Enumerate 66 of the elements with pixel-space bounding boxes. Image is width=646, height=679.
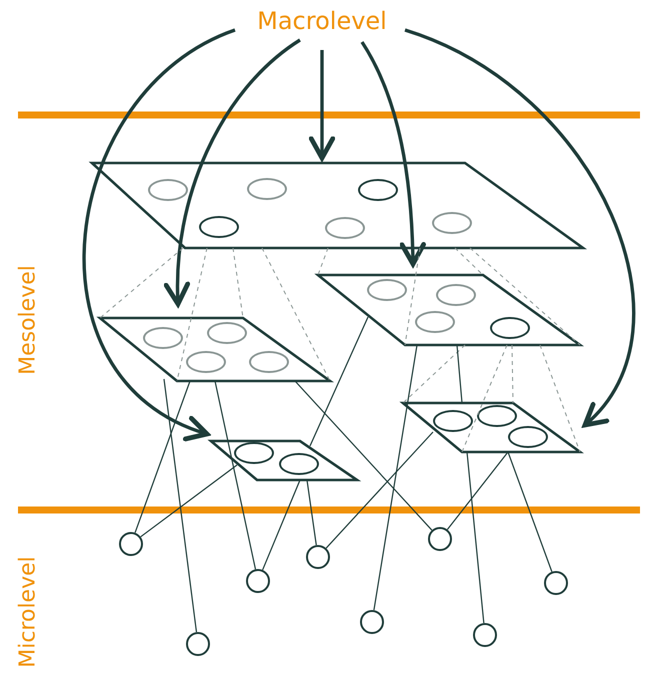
connector-line [262, 480, 301, 570]
ellipse [279, 453, 319, 475]
curved-arrow [308, 50, 336, 160]
dashed-line [540, 344, 580, 452]
dashed-line [404, 248, 420, 346]
dashed-line [402, 344, 466, 404]
ellipse [367, 279, 407, 301]
plane [316, 273, 582, 347]
curved-arrow [404, 28, 634, 428]
ellipse [415, 311, 455, 333]
connector-line [466, 452, 484, 624]
connector-line [456, 344, 463, 404]
level-label: Macrolevel [252, 7, 392, 37]
connector-line [306, 480, 317, 546]
ellipse [436, 284, 476, 306]
ellipse [358, 179, 398, 201]
circle [246, 569, 270, 593]
connector-line [134, 380, 191, 533]
level-label: Microlevel [16, 556, 40, 668]
plane [98, 316, 332, 383]
plane [90, 161, 585, 250]
circle [186, 632, 210, 656]
ellipse [148, 179, 188, 201]
connector-line [214, 380, 256, 570]
connector-line [446, 452, 508, 530]
circle [544, 571, 568, 595]
dashed-line [232, 248, 244, 318]
ellipse [249, 351, 289, 373]
connector-line [309, 316, 369, 446]
ellipse [325, 217, 365, 239]
plane [209, 439, 359, 482]
connector-line [140, 464, 238, 538]
ellipse [207, 322, 247, 344]
dashed-line [462, 344, 508, 452]
ellipse [432, 212, 472, 234]
connector-line [294, 380, 432, 531]
dashed-line [470, 248, 580, 346]
ellipse [186, 351, 226, 373]
curved-arrow [164, 38, 301, 306]
dashed-line [262, 248, 330, 382]
connector-line [163, 378, 198, 632]
connector-line [507, 452, 552, 572]
ellipse [199, 216, 239, 238]
circle [306, 545, 330, 569]
ellipse [247, 178, 287, 200]
ellipse [508, 426, 548, 448]
level-label: Mesolevel [16, 265, 40, 375]
dashed-line [318, 248, 328, 276]
circle [360, 610, 384, 634]
connector-line [373, 344, 418, 610]
circle [428, 527, 452, 551]
curved-arrow [83, 28, 236, 439]
curved-arrow [360, 41, 426, 266]
circle [119, 532, 143, 556]
plane [401, 401, 582, 454]
dashed-line [176, 248, 208, 382]
circle [473, 623, 497, 647]
ellipse [490, 317, 530, 339]
ellipse [234, 442, 274, 464]
connector-line [326, 432, 434, 549]
ellipse [433, 410, 473, 432]
dashed-line [100, 248, 184, 318]
ellipse [143, 327, 183, 349]
dashed-line [512, 344, 514, 404]
dashed-line [454, 248, 484, 276]
ellipse [477, 405, 517, 427]
